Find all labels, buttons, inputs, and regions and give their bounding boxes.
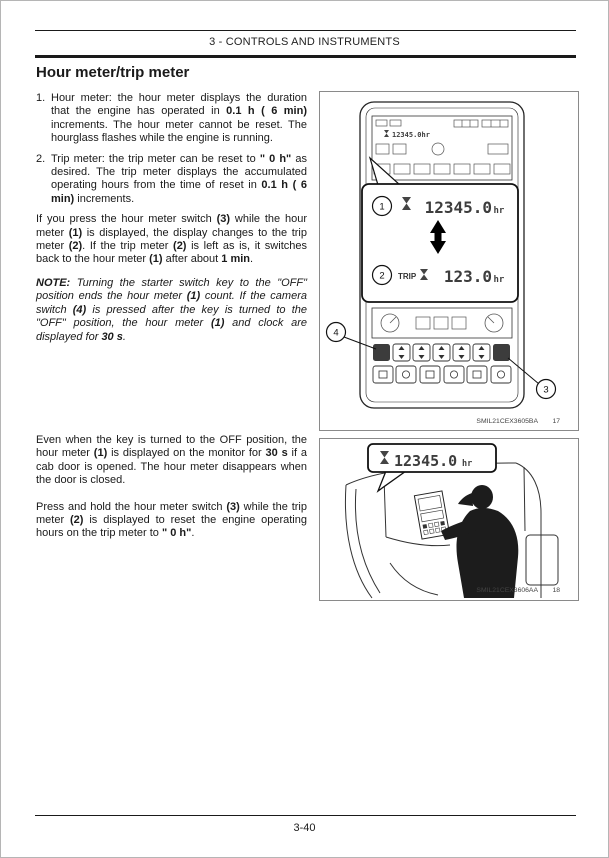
screen-hour-meter-value: 12345.0hr bbox=[392, 131, 430, 139]
figure-monitor-hour-trip: 12345.0hr bbox=[319, 91, 579, 431]
monitor-buttons-row-2 bbox=[372, 365, 512, 384]
monitor-buttons-row-1 bbox=[373, 343, 510, 362]
paragraph-door-open: Even when the key is turned to the OFF p… bbox=[36, 434, 307, 487]
figure-caption-code: SMIL21CEX3606AA bbox=[476, 587, 538, 594]
monitor-in-cab bbox=[413, 490, 451, 540]
operator-silhouette bbox=[441, 485, 519, 598]
hourglass-icon bbox=[420, 269, 428, 280]
paragraph-reset: Press and hold the hour meter switch (3)… bbox=[36, 500, 307, 540]
text-column-top: 1. Hour meter: the hour meter displays t… bbox=[36, 92, 307, 344]
list-item-number: 1. bbox=[36, 92, 46, 104]
cab-illustration: 12345.0 hr SMIL21CEX3606AA 18 bbox=[344, 443, 560, 599]
figure-caption-number: 18 bbox=[552, 587, 560, 594]
svg-text:4: 4 bbox=[333, 328, 338, 339]
monitor-screen-top: 12345.0hr bbox=[371, 115, 513, 181]
hour-meter-unit: hr bbox=[462, 459, 472, 469]
note-paragraph: NOTE: Turning the starter switch key to … bbox=[36, 276, 307, 343]
callout-1: 1 bbox=[371, 195, 393, 217]
trip-meter-unit: hr bbox=[494, 275, 505, 285]
list-item-trip-meter: 2. Trip meter: the trip meter can be res… bbox=[36, 153, 307, 207]
svg-text:3: 3 bbox=[543, 385, 548, 396]
callout-2: 2 bbox=[371, 264, 393, 286]
hour-meter-value: 12345.0 bbox=[394, 452, 457, 470]
list-item-hour-meter: 1. Hour meter: the hour meter displays t… bbox=[36, 92, 307, 146]
hour-meter-switch-button bbox=[493, 344, 510, 361]
leader-line-3 bbox=[507, 357, 540, 385]
monitor-illustration: 12345.0hr bbox=[325, 101, 560, 425]
hourglass-icon bbox=[384, 130, 389, 137]
trip-label: TRIP bbox=[398, 272, 417, 281]
paragraph-switch-behavior: If you press the hour meter switch (3) w… bbox=[36, 213, 307, 266]
hourglass-icon bbox=[380, 451, 389, 464]
leader-line-4 bbox=[343, 336, 377, 350]
callout-4: 4 bbox=[325, 321, 377, 350]
monitor-screen-bottom bbox=[371, 307, 513, 339]
trip-meter-readout: TRIP 123.0 hr bbox=[398, 267, 505, 286]
page-number: 3-40 bbox=[293, 822, 316, 834]
camera-switch-button bbox=[373, 344, 390, 361]
list-item-text: Hour meter: the hour meter displays the … bbox=[51, 92, 307, 145]
hour-display-callout-bubble: 12345.0 hr bbox=[367, 443, 497, 493]
figure-caption-code: SMIL21CEX3605BA bbox=[476, 418, 538, 425]
hour-meter-readout: 12345.0 hr bbox=[402, 197, 505, 217]
header-rule-top bbox=[35, 30, 576, 31]
list-item-text: Trip meter: the trip meter can be reset … bbox=[51, 152, 307, 205]
figure-cab-hour-meter: 12345.0 hr SMIL21CEX3606AA 18 bbox=[319, 438, 579, 601]
list-item-number: 2. bbox=[36, 152, 46, 165]
page-title: Hour meter/trip meter bbox=[36, 64, 190, 81]
text-column-bottom: Even when the key is turned to the OFF p… bbox=[36, 434, 307, 541]
page-header: 3 - CONTROLS AND INSTRUMENTS bbox=[209, 36, 400, 48]
callout-3: 3 bbox=[507, 357, 557, 400]
trip-meter-value: 123.0 bbox=[444, 267, 492, 286]
hour-meter-value: 12345.0 bbox=[425, 198, 492, 217]
header-rule-bottom bbox=[35, 55, 576, 58]
footer-rule bbox=[35, 815, 576, 816]
up-down-arrow-icon bbox=[430, 220, 446, 254]
hourglass-icon bbox=[402, 197, 411, 210]
svg-text:1: 1 bbox=[379, 202, 384, 213]
hour-meter-unit: hr bbox=[494, 206, 505, 216]
svg-text:2: 2 bbox=[379, 271, 384, 282]
figure-caption-number: 17 bbox=[552, 418, 560, 425]
hour-trip-callout-bubble: 1 12345.0 hr 2 TRIP 123.0 hr bbox=[361, 156, 519, 303]
